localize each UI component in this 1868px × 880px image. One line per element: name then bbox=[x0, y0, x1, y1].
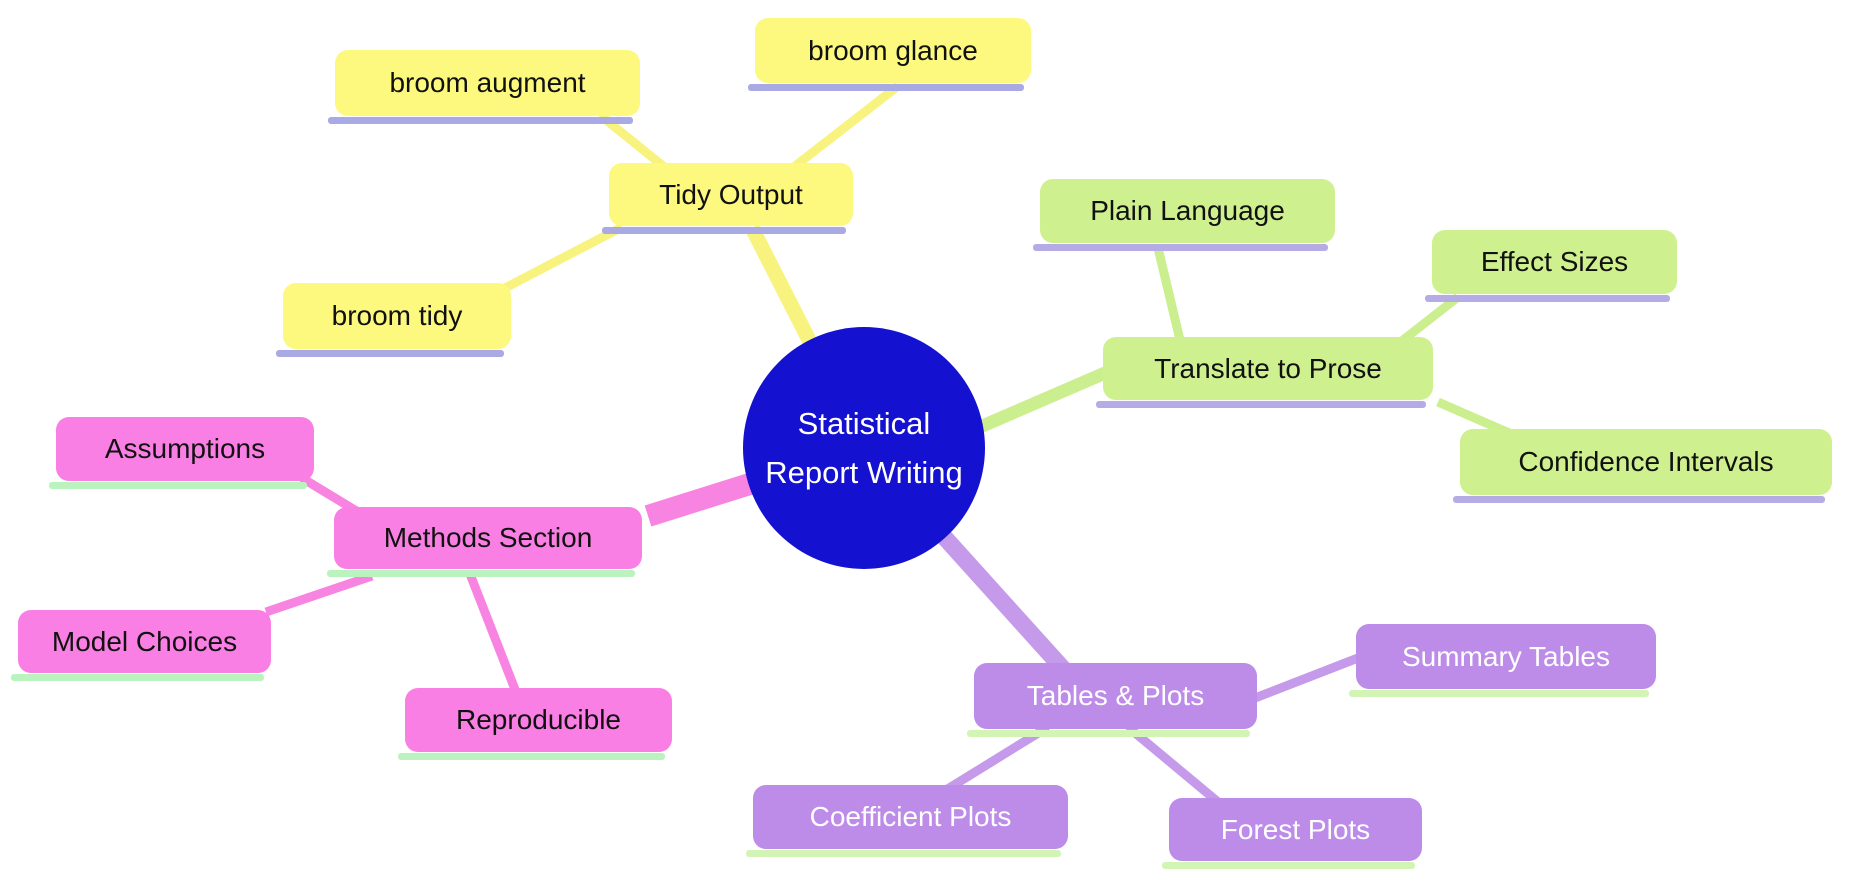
edge-tidy-output-broom-glance bbox=[787, 82, 901, 174]
node-label: Tables & Plots bbox=[1026, 680, 1205, 711]
node-broom-glance: broom glance bbox=[748, 18, 1031, 91]
edge-tables-coefficient-plots bbox=[943, 723, 1051, 794]
node-methods-section: Methods Section bbox=[327, 507, 642, 577]
node-label: Translate to Prose bbox=[1154, 352, 1382, 384]
edge-translate-effect-sizes bbox=[1395, 293, 1461, 348]
node-label: Effect Sizes bbox=[1480, 246, 1629, 277]
node-confidence-intervals: Confidence Intervals bbox=[1453, 429, 1832, 503]
node-plain-language: Plain Language bbox=[1033, 179, 1335, 251]
edge-tables-forest-plots bbox=[1125, 723, 1221, 806]
edge-translate-plain-language bbox=[1153, 246, 1185, 342]
node-model-choices: Model Choices bbox=[11, 610, 271, 681]
root-label-line1: Statistical bbox=[797, 406, 931, 441]
node-tables-and-plots: Tables & Plots bbox=[967, 663, 1257, 737]
node-assumptions: Assumptions bbox=[49, 417, 314, 489]
node-label: Methods Section bbox=[383, 522, 593, 553]
edge-tables-summary-tables bbox=[1253, 653, 1360, 703]
root-node-statistical-report-writing: Statistical Report Writing bbox=[743, 327, 985, 569]
node-broom-tidy: broom tidy bbox=[276, 283, 511, 357]
node-label: broom glance bbox=[808, 34, 978, 66]
node-label: Plain Language bbox=[1090, 195, 1285, 226]
node-label: Assumptions bbox=[104, 433, 266, 464]
node-reproducible: Reproducible bbox=[398, 688, 672, 760]
node-label: Confidence Intervals bbox=[1518, 446, 1774, 477]
edge-tidy-output-broom-tidy bbox=[502, 223, 625, 292]
node-label: Tidy Output bbox=[659, 178, 803, 210]
node-translate-to-prose: Translate to Prose bbox=[1096, 337, 1433, 408]
node-forest-plots: Forest Plots bbox=[1162, 798, 1422, 869]
node-label: broom tidy bbox=[331, 300, 463, 331]
node-tidy-output: Tidy Output bbox=[602, 163, 853, 234]
node-label: Forest Plots bbox=[1220, 813, 1371, 845]
root-label-line2: Report Writing bbox=[765, 455, 963, 490]
node-label: Summary Tables bbox=[1401, 640, 1610, 672]
node-effect-sizes: Effect Sizes bbox=[1425, 230, 1677, 302]
node-label: Reproducible bbox=[456, 704, 621, 735]
node-coefficient-plots: Coefficient Plots bbox=[746, 785, 1068, 857]
edge-methods-model-choices bbox=[264, 571, 374, 617]
node-label: Model Choices bbox=[51, 625, 238, 657]
node-summary-tables: Summary Tables bbox=[1349, 624, 1656, 697]
node-label: Coefficient Plots bbox=[809, 801, 1012, 832]
edge-methods-reproducible bbox=[465, 572, 521, 694]
edge-tidy-output-broom-augment bbox=[597, 111, 671, 174]
node-label: broom augment bbox=[389, 67, 586, 98]
node-broom-augment: broom augment bbox=[328, 50, 640, 124]
